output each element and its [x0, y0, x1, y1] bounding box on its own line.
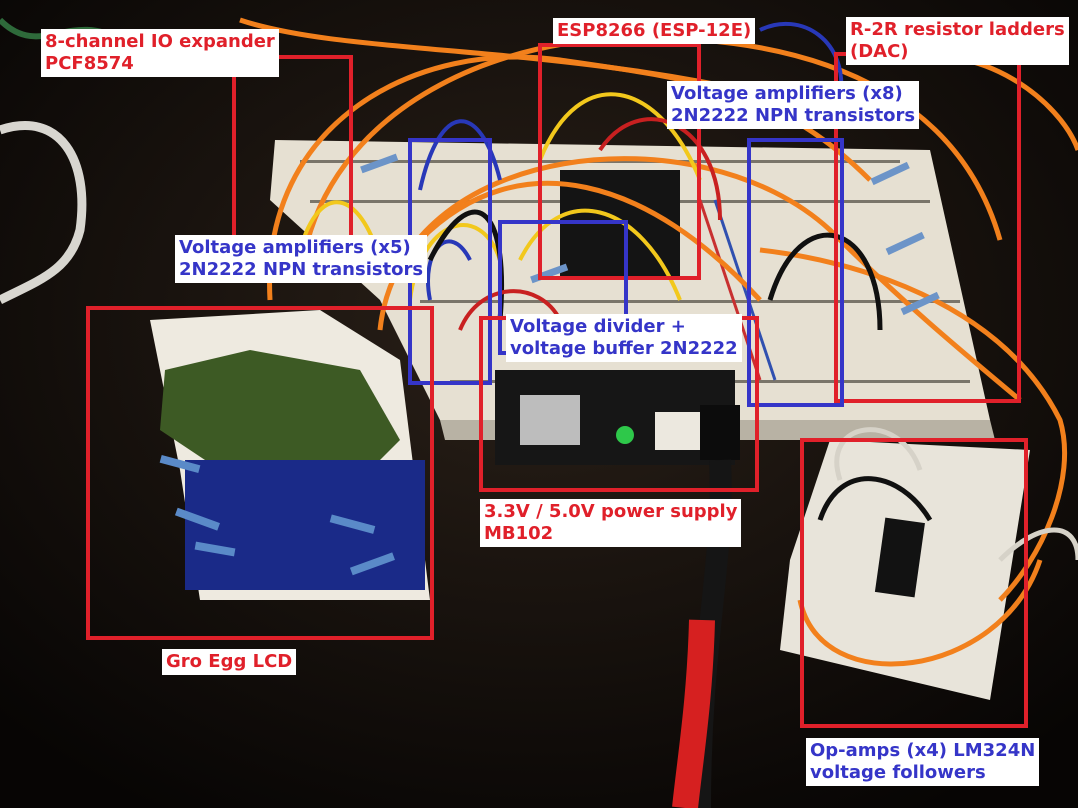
- opamps-label: Op-amps (x4) LM324N voltage followers: [806, 738, 1040, 786]
- lcd-label-line1: Gro Egg LCD: [166, 651, 293, 672]
- opamps-label-line2: voltage followers: [810, 762, 986, 783]
- opamps-label-line1: Op-amps (x4) LM324N: [810, 740, 1036, 761]
- power-led: [616, 426, 634, 444]
- usb-port: [520, 395, 580, 445]
- amps-x8-label-line2: 2N2222 NPN transistors: [671, 105, 916, 126]
- r2r-label-line1: R-2R resistor ladders: [850, 19, 1065, 40]
- esp8266-box: [538, 43, 701, 280]
- amps-x5-label-line1: Voltage amplifiers (x5): [179, 237, 411, 258]
- power-supply-label-line1: 3.3V / 5.0V power supply: [484, 501, 738, 522]
- amps-x5-label-line2: 2N2222 NPN transistors: [179, 259, 424, 280]
- voltage-divider-label-line1: Voltage divider +: [510, 316, 686, 337]
- lcd-resistors: [159, 454, 395, 576]
- io-expander-label-line2: PCF8574: [45, 53, 134, 74]
- barrel-jack: [700, 405, 740, 460]
- power-switch: [655, 412, 700, 450]
- breadboard-resistors: [360, 153, 940, 316]
- power-supply-label-line2: MB102: [484, 523, 554, 544]
- esp8266-label-line1: ESP8266 (ESP-12E): [557, 20, 752, 41]
- lcd-stand: [185, 460, 425, 590]
- power-rail-blue: [713, 199, 777, 381]
- opamps-box: [800, 438, 1028, 728]
- power-supply-label: 3.3V / 5.0V power supply MB102: [480, 499, 742, 547]
- lcd-box: [86, 306, 434, 640]
- red-sleeve: [672, 619, 715, 808]
- esp8266-label: ESP8266 (ESP-12E): [553, 18, 756, 44]
- lcd-label: Gro Egg LCD: [162, 649, 297, 675]
- r2r-label: R-2R resistor ladders (DAC): [846, 17, 1069, 65]
- opamp-chips: [874, 517, 925, 598]
- white-cable: [0, 121, 87, 305]
- io-expander-label: 8-channel IO expander PCF8574: [41, 29, 279, 77]
- lcd-screen: [160, 350, 400, 470]
- amps-x8-label: Voltage amplifiers (x8) 2N2222 NPN trans…: [667, 81, 920, 129]
- white-wires: [834, 427, 1078, 562]
- r2r-label-line2: (DAC): [850, 41, 909, 62]
- amps-x8-label-line1: Voltage amplifiers (x8): [671, 83, 903, 104]
- amps-x8-box: [747, 138, 844, 407]
- io-expander-label-line1: 8-channel IO expander: [45, 31, 275, 52]
- voltage-divider-label: Voltage divider + voltage buffer 2N2222: [506, 314, 742, 362]
- voltage-divider-label-line2: voltage buffer 2N2222: [510, 338, 738, 359]
- amps-x5-label: Voltage amplifiers (x5) 2N2222 NPN trans…: [175, 235, 428, 283]
